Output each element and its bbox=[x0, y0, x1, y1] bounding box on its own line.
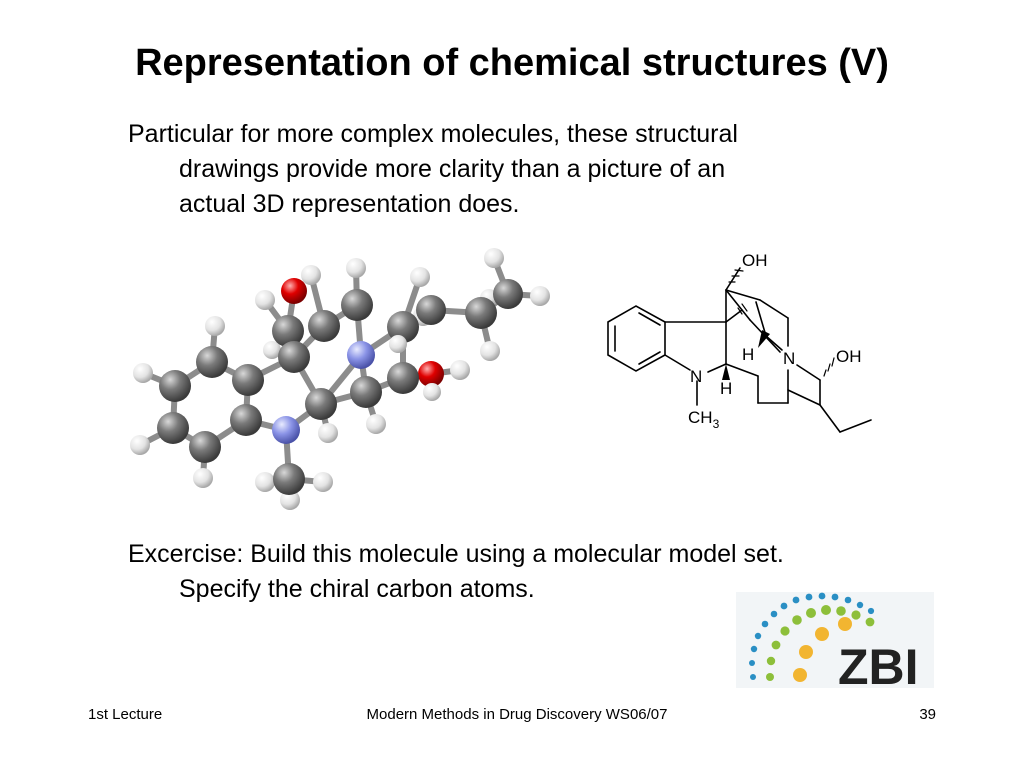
wedge-bond-lower bbox=[722, 364, 730, 380]
zbi-logo: ZBI bbox=[736, 592, 934, 695]
slide-title: Representation of chemical structures (V… bbox=[135, 42, 889, 84]
structure-labels: OH OH N N H H CH3 bbox=[688, 251, 862, 431]
label-oh-right: OH bbox=[836, 347, 862, 366]
label-n-indoline: N bbox=[690, 367, 702, 386]
label-oh-top: OH bbox=[742, 251, 768, 270]
footer-center: Modern Methods in Drug Discovery WS06/07 bbox=[366, 706, 668, 723]
label-ch-subscript: 3 bbox=[713, 417, 720, 431]
label-n-bridge: N bbox=[783, 349, 795, 368]
label-ch3: CH3 bbox=[688, 408, 720, 431]
logo-yellow-dots bbox=[793, 617, 852, 682]
model-atoms bbox=[130, 248, 550, 510]
label-ch: CH bbox=[688, 408, 713, 427]
exercise-line-1: Excercise: Build this molecule using a m… bbox=[128, 540, 784, 568]
exercise-line-2: Specify the chiral carbon atoms. bbox=[179, 575, 535, 603]
model-bonds bbox=[137, 255, 543, 503]
intro-line-2: drawings provide more clarity than a pic… bbox=[179, 155, 726, 183]
intro-line-3: actual 3D representation does. bbox=[179, 190, 520, 218]
label-h-lower: H bbox=[720, 379, 732, 398]
ball-and-stick-model bbox=[130, 248, 550, 510]
wedge-bond-upper bbox=[758, 330, 770, 348]
footer-left: 1st Lecture bbox=[88, 706, 163, 723]
skeletal-structure bbox=[607, 267, 872, 433]
logo-blue-dots bbox=[749, 592, 875, 680]
intro-paragraph: Particular for more complex molecules, t… bbox=[128, 117, 908, 222]
footer-page-number: 39 bbox=[919, 706, 936, 723]
label-h-upper: H bbox=[742, 345, 754, 364]
intro-line-1: Particular for more complex molecules, t… bbox=[128, 120, 738, 148]
logo-text: ZBI bbox=[838, 639, 919, 695]
logo-green-dots bbox=[766, 605, 875, 681]
exercise-paragraph: Excercise: Build this molecule using a m… bbox=[128, 537, 908, 607]
